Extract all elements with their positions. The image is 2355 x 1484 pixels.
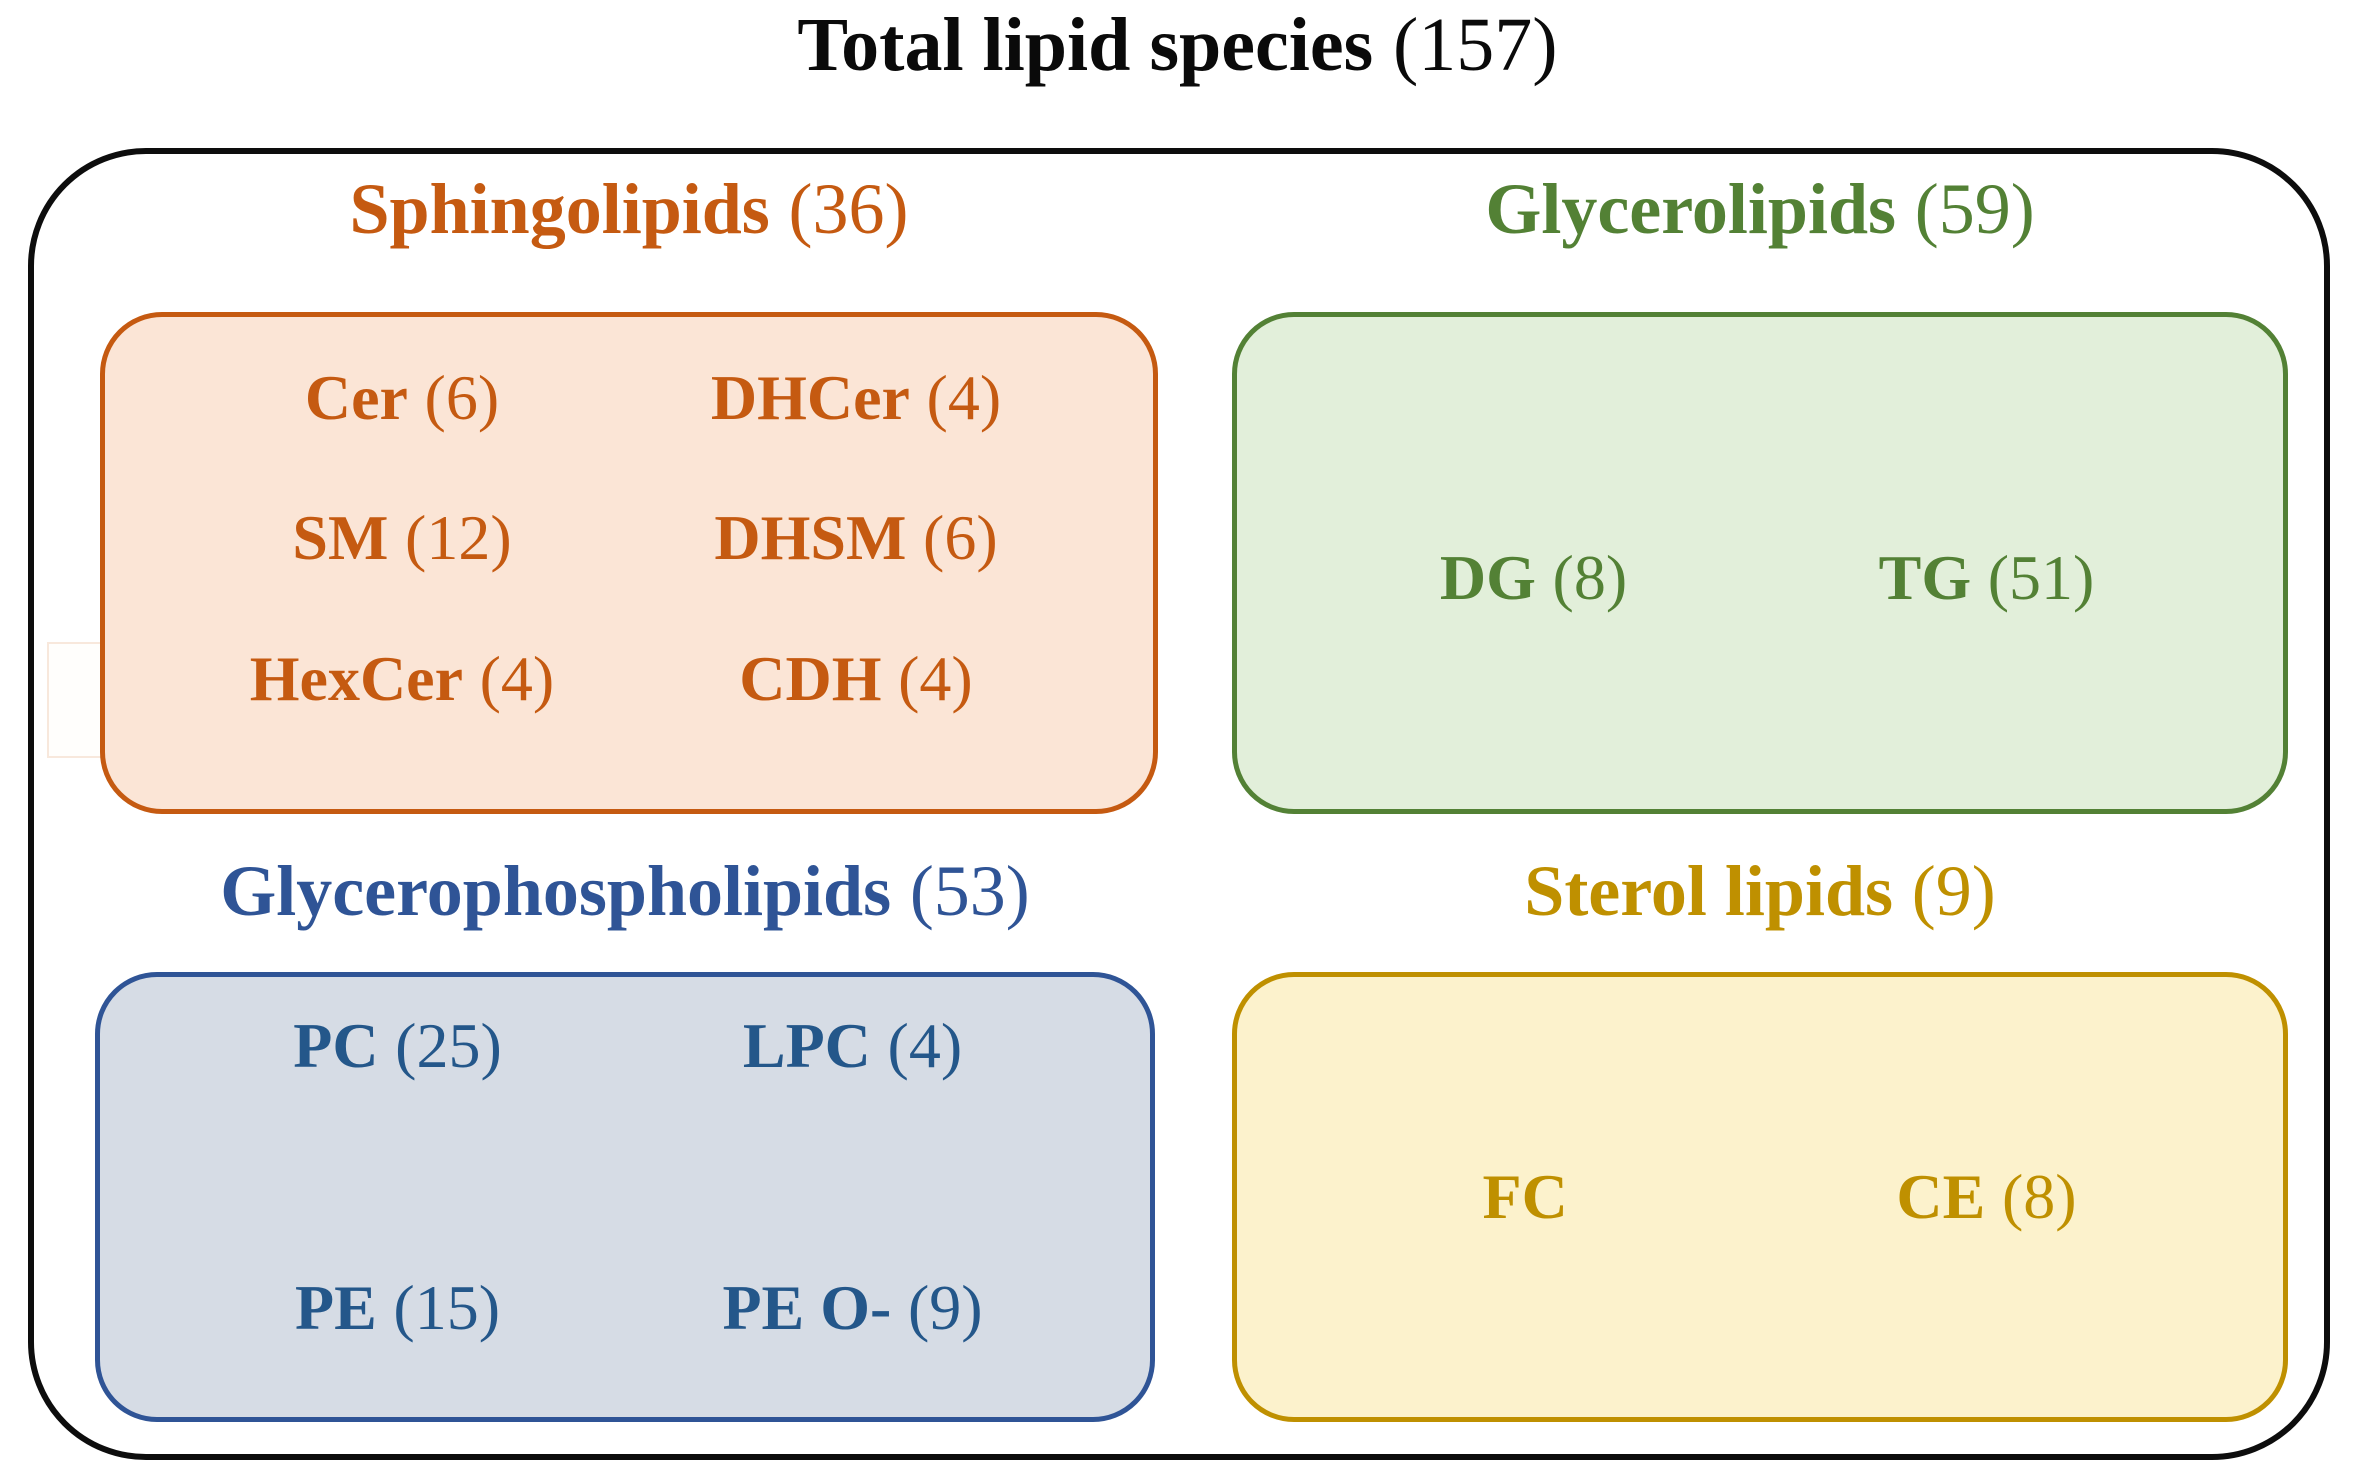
lipid-item-label: HexCer: [249, 642, 463, 714]
figure-title-label: Total lipid species: [797, 3, 1374, 87]
lipid-item-label: DG: [1439, 542, 1536, 614]
lipid-item-tg: TG(51): [1879, 541, 2095, 615]
figure-title: Total lipid species(157): [0, 2, 2355, 89]
lipid-item-hexcer: HexCer(4): [250, 642, 554, 716]
lipid-item-cer: Cer(6): [305, 361, 499, 435]
lipid-item-label: CDH: [739, 642, 882, 714]
lipid-item-count: (4): [479, 642, 555, 714]
lipid-item-count: (8): [1552, 542, 1628, 614]
glycerolipids-box: DG(8) TG(51): [1232, 312, 2288, 814]
lipid-item-label: LPC: [742, 1010, 871, 1081]
lipid-item-count: (4): [887, 1010, 963, 1081]
sphingolipids-header: Sphingolipids(36): [100, 169, 1158, 249]
lipid-item-dhsm: DHSM(6): [714, 501, 997, 575]
lipid-item-dhcer: DHCer(4): [711, 361, 1001, 435]
lipid-item-label: PC: [293, 1010, 379, 1081]
glycerolipids-header-label: Glycerolipids: [1485, 169, 1897, 249]
sterol-lipids-header: Sterol lipids(9): [1232, 851, 2288, 931]
lipid-item-count: (9): [907, 1272, 983, 1344]
lipid-item-count: (6): [424, 361, 500, 433]
lipid-item-lpc: LPC(4): [743, 1009, 962, 1083]
lipid-item-ce: CE(8): [1896, 1160, 2076, 1234]
total-lipid-container-box: [28, 148, 2330, 1460]
lipid-item-fc: FC: [1483, 1160, 1585, 1234]
lipid-item-count: (12): [405, 502, 512, 574]
lipid-item-label: DHSM: [714, 502, 907, 574]
glycerophospholipids-header-label: Glycerophospholipids: [220, 851, 892, 931]
glycerolipids-header-count: (59): [1914, 169, 2035, 249]
lipid-item-label: FC: [1482, 1161, 1568, 1233]
glycerophospholipids-box: PC(25) LPC(4) PE(15) PE O-(9): [95, 972, 1155, 1422]
lipid-item-label: Cer: [304, 361, 408, 433]
lipid-item-count: (4): [926, 361, 1002, 433]
lipid-item-cdh: CDH(4): [739, 642, 972, 716]
lipid-item-count: (25): [395, 1010, 502, 1081]
lipid-item-label: PE: [294, 1272, 377, 1344]
lipid-item-label: PE O-: [722, 1272, 892, 1344]
glycerophospholipids-header: Glycerophospholipids(53): [95, 851, 1155, 931]
lipid-item-count: (51): [1987, 542, 2095, 614]
lipid-item-sm: SM(12): [292, 501, 511, 575]
lipid-item-count: (6): [923, 502, 998, 574]
lipid-item-label: DHCer: [710, 361, 910, 433]
glycerolipids-header: Glycerolipids(59): [1232, 169, 2288, 249]
lipid-item-pc: PC(25): [293, 1009, 502, 1083]
lipid-item-pe: PE(15): [295, 1271, 500, 1345]
lipid-item-label: SM: [292, 502, 389, 574]
sphingolipids-header-label: Sphingolipids: [349, 169, 770, 249]
sterol-lipids-box: FC CE(8): [1232, 972, 2288, 1422]
lipid-item-count: (4): [898, 642, 973, 714]
lipid-item-dg: DG(8): [1440, 541, 1627, 615]
lipid-item-label: TG: [1878, 542, 1972, 614]
sphingolipids-box: Cer(6) DHCer(4) SM(12) DHSM(6) HexCer(4)…: [100, 312, 1158, 814]
lipid-item-count: (15): [393, 1272, 501, 1344]
lipid-item-pe-o: PE O-(9): [722, 1271, 982, 1345]
lipid-item-count: (8): [2001, 1161, 2077, 1233]
sphingolipids-header-count: (36): [788, 169, 909, 249]
faint-rectangle-artifact: [47, 642, 103, 758]
glycerophospholipids-header-count: (53): [909, 851, 1030, 931]
lipid-item-label: CE: [1896, 1161, 1986, 1233]
figure-title-count: (157): [1392, 3, 1558, 87]
sterol-lipids-header-label: Sterol lipids: [1524, 851, 1894, 931]
sterol-lipids-header-count: (9): [1911, 851, 1996, 931]
